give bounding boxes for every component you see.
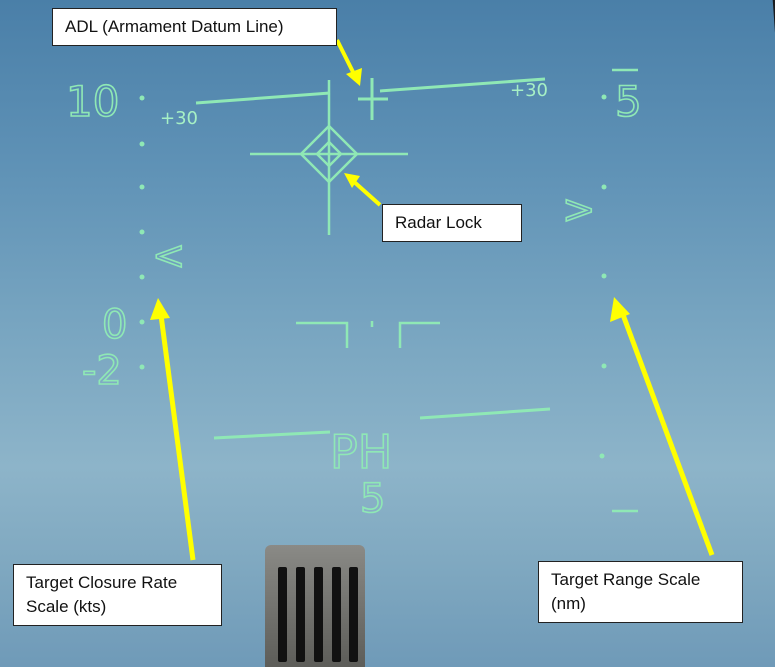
- pitch-ladder-left: [195, 91, 331, 105]
- callout-closure-rate: Target Closure Rate Scale (kts): [13, 564, 222, 626]
- pitch-label-left: +30: [160, 108, 198, 129]
- pitch-label-right: +30: [510, 80, 548, 101]
- closure-top-label: 10: [66, 77, 119, 126]
- pitch-ladder-lower-left: [213, 430, 331, 440]
- range-top-label: 5: [615, 77, 642, 126]
- callout-adl: ADL (Armament Datum Line): [52, 8, 337, 46]
- pitch-ladder-right: [379, 77, 546, 93]
- mode-text: PH: [330, 425, 392, 479]
- radar-lock-diamond-icon: [250, 80, 408, 235]
- callout-radar-lock: Radar Lock: [382, 204, 522, 242]
- range-marker: >: [562, 187, 596, 233]
- closure-rate-scale: 10 < 0 -2: [65, 76, 186, 395]
- pitch-ladder-lower-right: [419, 407, 551, 420]
- closure-marker: <: [152, 233, 186, 279]
- adl-cross-icon: [358, 78, 388, 120]
- closure-zero-label: 0: [102, 302, 127, 348]
- aim-brackets: [296, 321, 440, 348]
- mode-number: 5: [360, 476, 385, 522]
- closure-bottom-label: -2: [82, 348, 122, 394]
- control-stick: [265, 545, 365, 667]
- callout-arrows: [150, 39, 715, 561]
- range-scale: 5 >: [561, 68, 643, 513]
- callout-range: Target Range Scale (nm): [538, 561, 743, 623]
